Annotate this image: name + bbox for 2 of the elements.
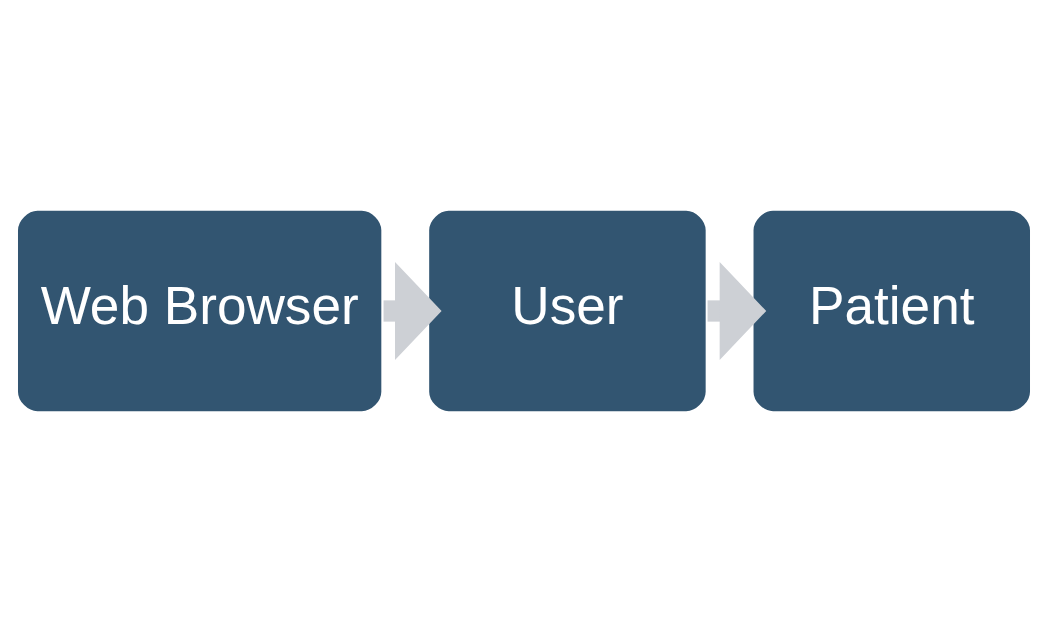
arrow xyxy=(383,261,442,360)
arrow xyxy=(707,261,767,360)
